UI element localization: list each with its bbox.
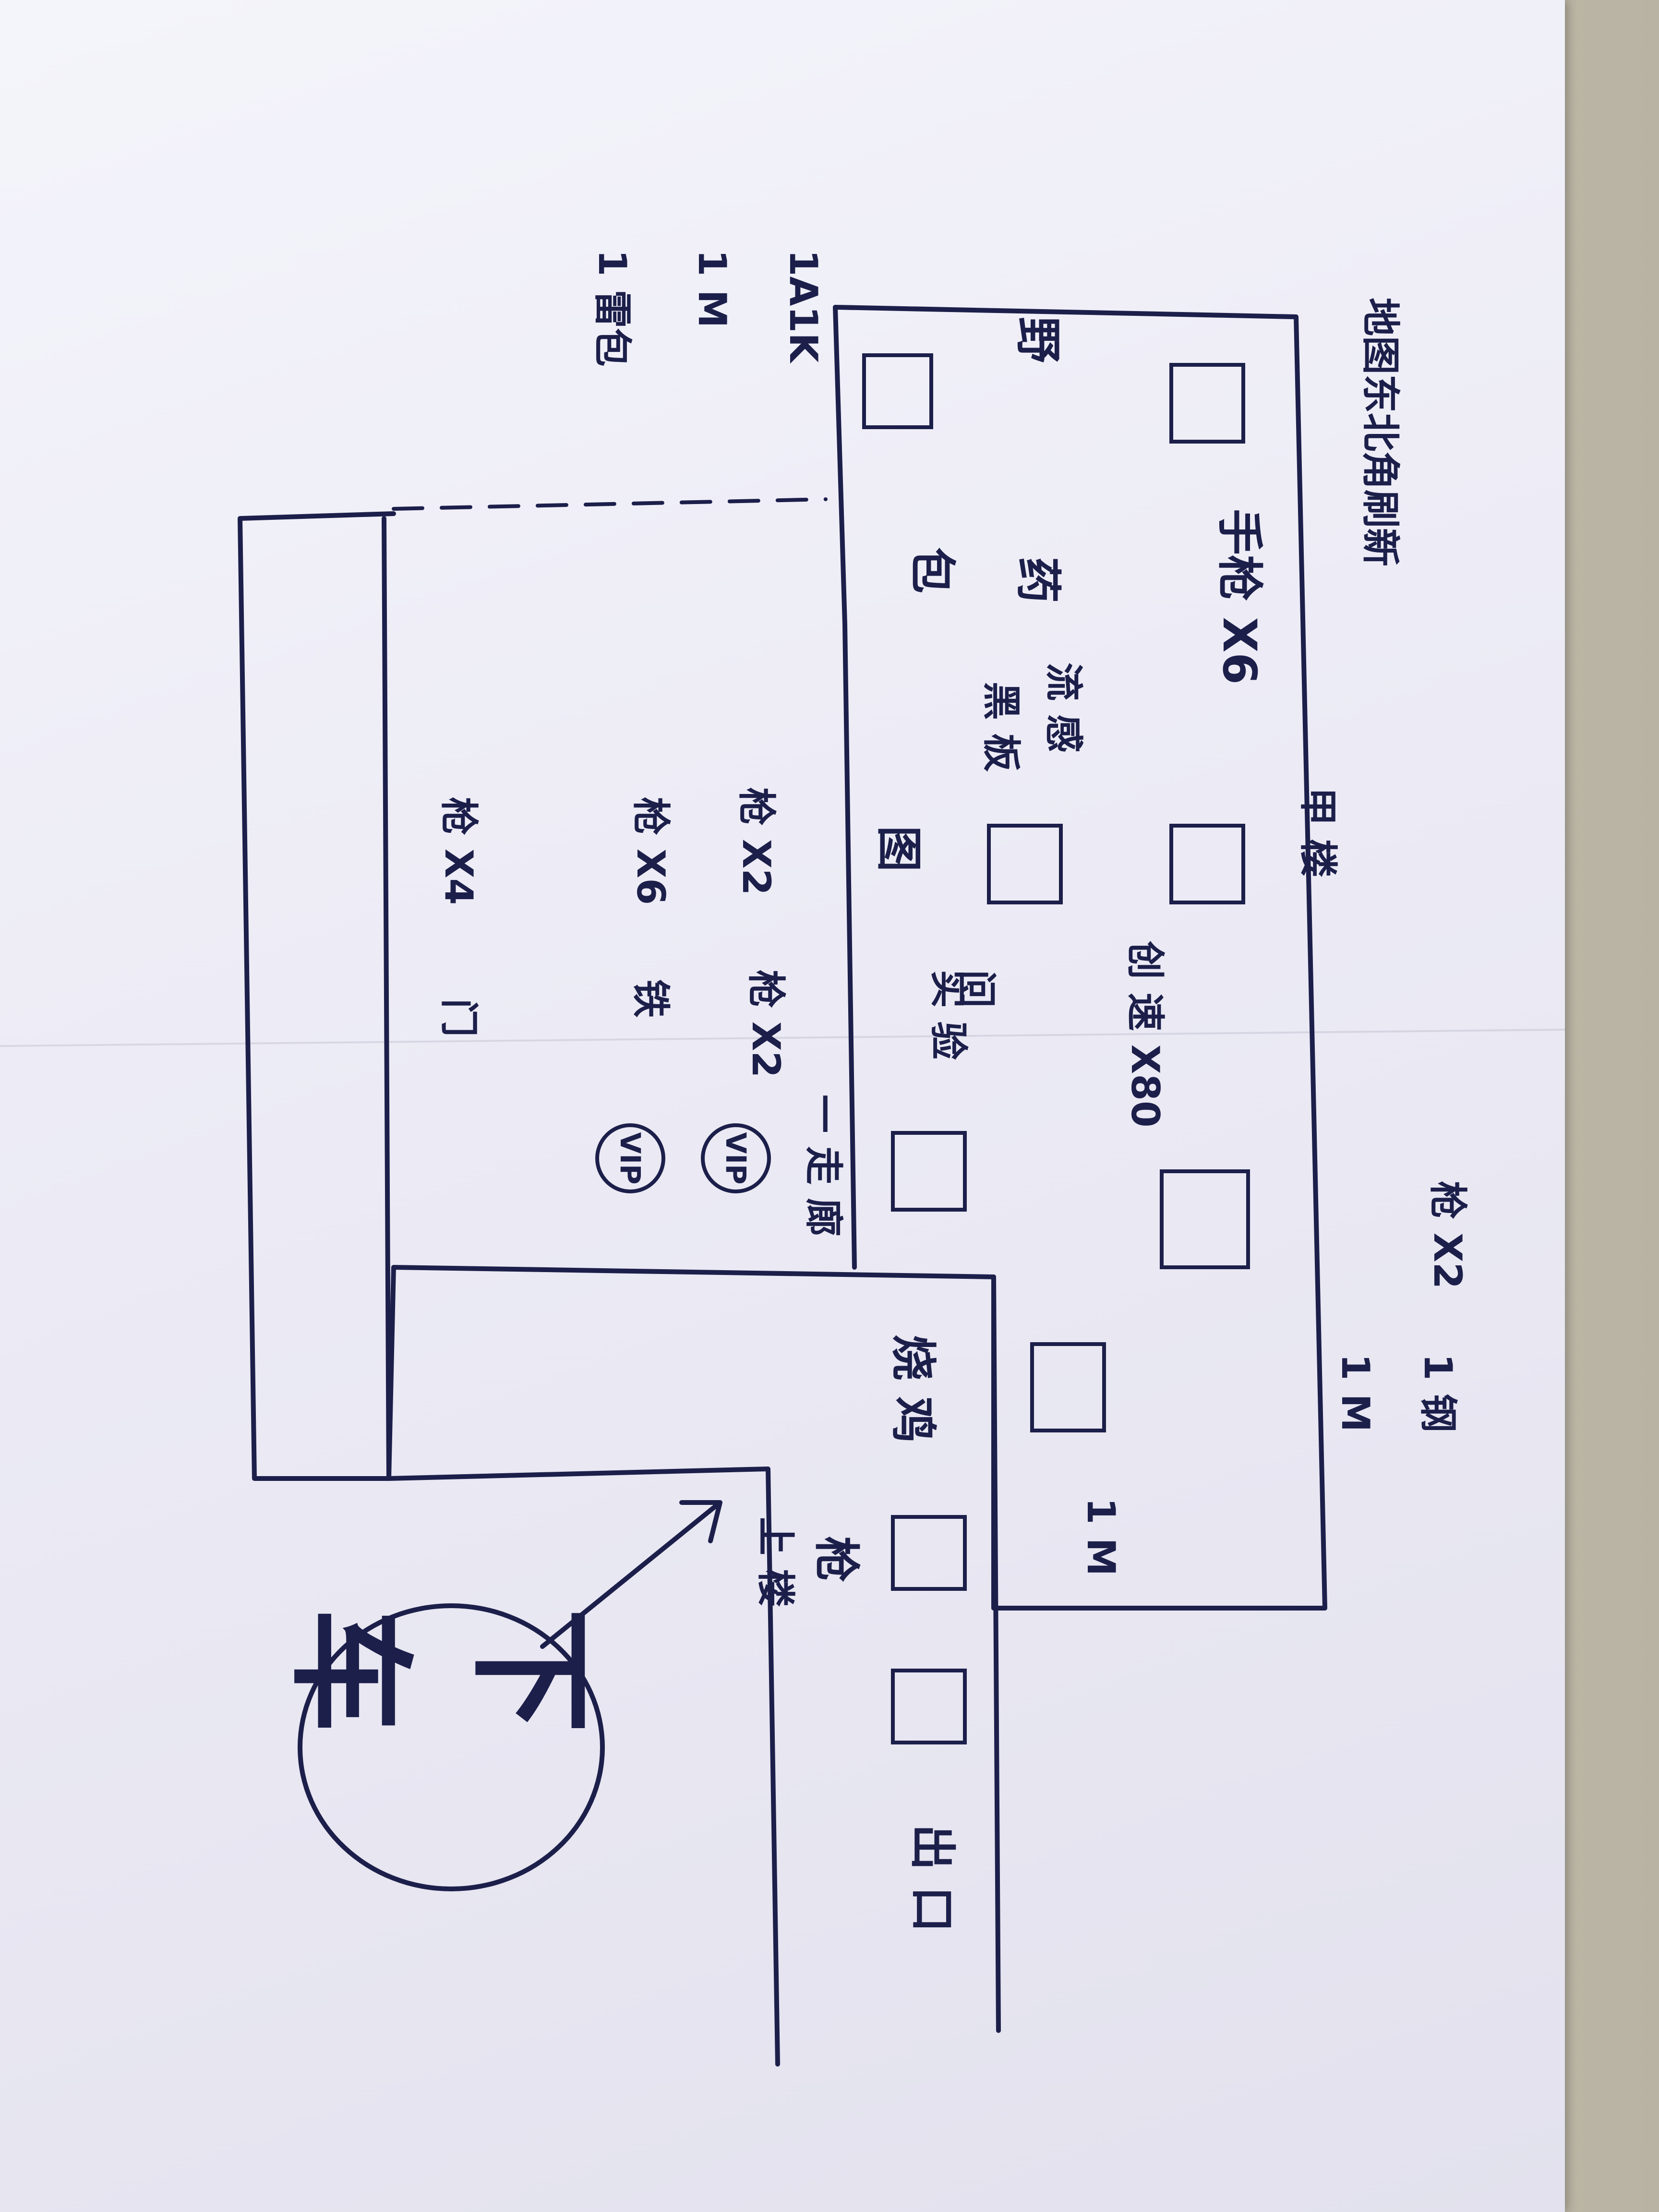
note-top: 地图东北角刷新 [1358,298,1403,566]
label-jialou: 甲 楼 [1296,787,1340,878]
room-box [891,1669,967,1744]
label-1-steel: 1 钢 [1416,1354,1460,1432]
label-pistol: 手枪 X6 [1213,509,1266,685]
label-ye: 野 [1011,317,1065,363]
room-box [987,824,1063,904]
label-1m-right: 1 M [1333,1354,1378,1432]
label-gun-x2-right: 枪 X2 [1425,1181,1470,1289]
label-bao: 包 [905,547,959,593]
building-main-outline [238,305,1327,1611]
label-tie: 铁 [628,979,673,1018]
corridor-wall-1 [386,1467,780,2067]
label-upstairs: 上 楼 [753,1517,798,1607]
label-corridor: 一 走 廊 [801,1094,846,1237]
label-roast-chicken: 烧 鸡 [886,1334,940,1443]
vip-badge: VIP [701,1123,771,1193]
label-gun: 枪 [809,1536,863,1582]
label-tu: 图 [872,826,926,872]
room-box [891,1131,967,1212]
label-1m: 1 M [690,250,734,328]
room-box [1160,1169,1250,1269]
car-arrow [540,1500,722,1649]
label-shiyan: 实 验 [926,970,971,1060]
left-wing-wall [382,516,391,1481]
room-box [891,1515,967,1591]
label-heiban: 黑 板 [979,682,1023,772]
room-box [1169,363,1245,444]
label-1m-lower: 1 M [1079,1498,1123,1576]
corridor-wall-2 [991,1274,1001,2033]
paper-sheet [0,0,1565,2212]
room-box [1169,824,1245,904]
label-gun-x6: 枪 X6 [628,797,673,905]
label-gun-x2: 枪 X2 [734,787,779,896]
dashed-wall [392,497,828,511]
get-off-car-circle: 下 车 [276,1603,605,1891]
inner-wall [833,305,857,1270]
label-gun-x2b: 枪 X2 [744,970,788,1078]
label-men: 门 [436,998,481,1037]
label-1a1k: 1A1K [781,250,826,363]
label-ammo: 创 速 X80 [1123,941,1167,1128]
vip-badge: VIP [595,1123,665,1193]
room-box [1030,1342,1106,1432]
label-1-grenade-pack: 1 雷包 [590,250,635,367]
room-box [862,353,933,429]
label-exit: 出 口 [905,1824,959,1933]
label-gun-x4: 枪 X4 [436,797,481,905]
label-liugan: 流 感 [1041,662,1086,753]
label-yao: 药 [1011,557,1065,603]
